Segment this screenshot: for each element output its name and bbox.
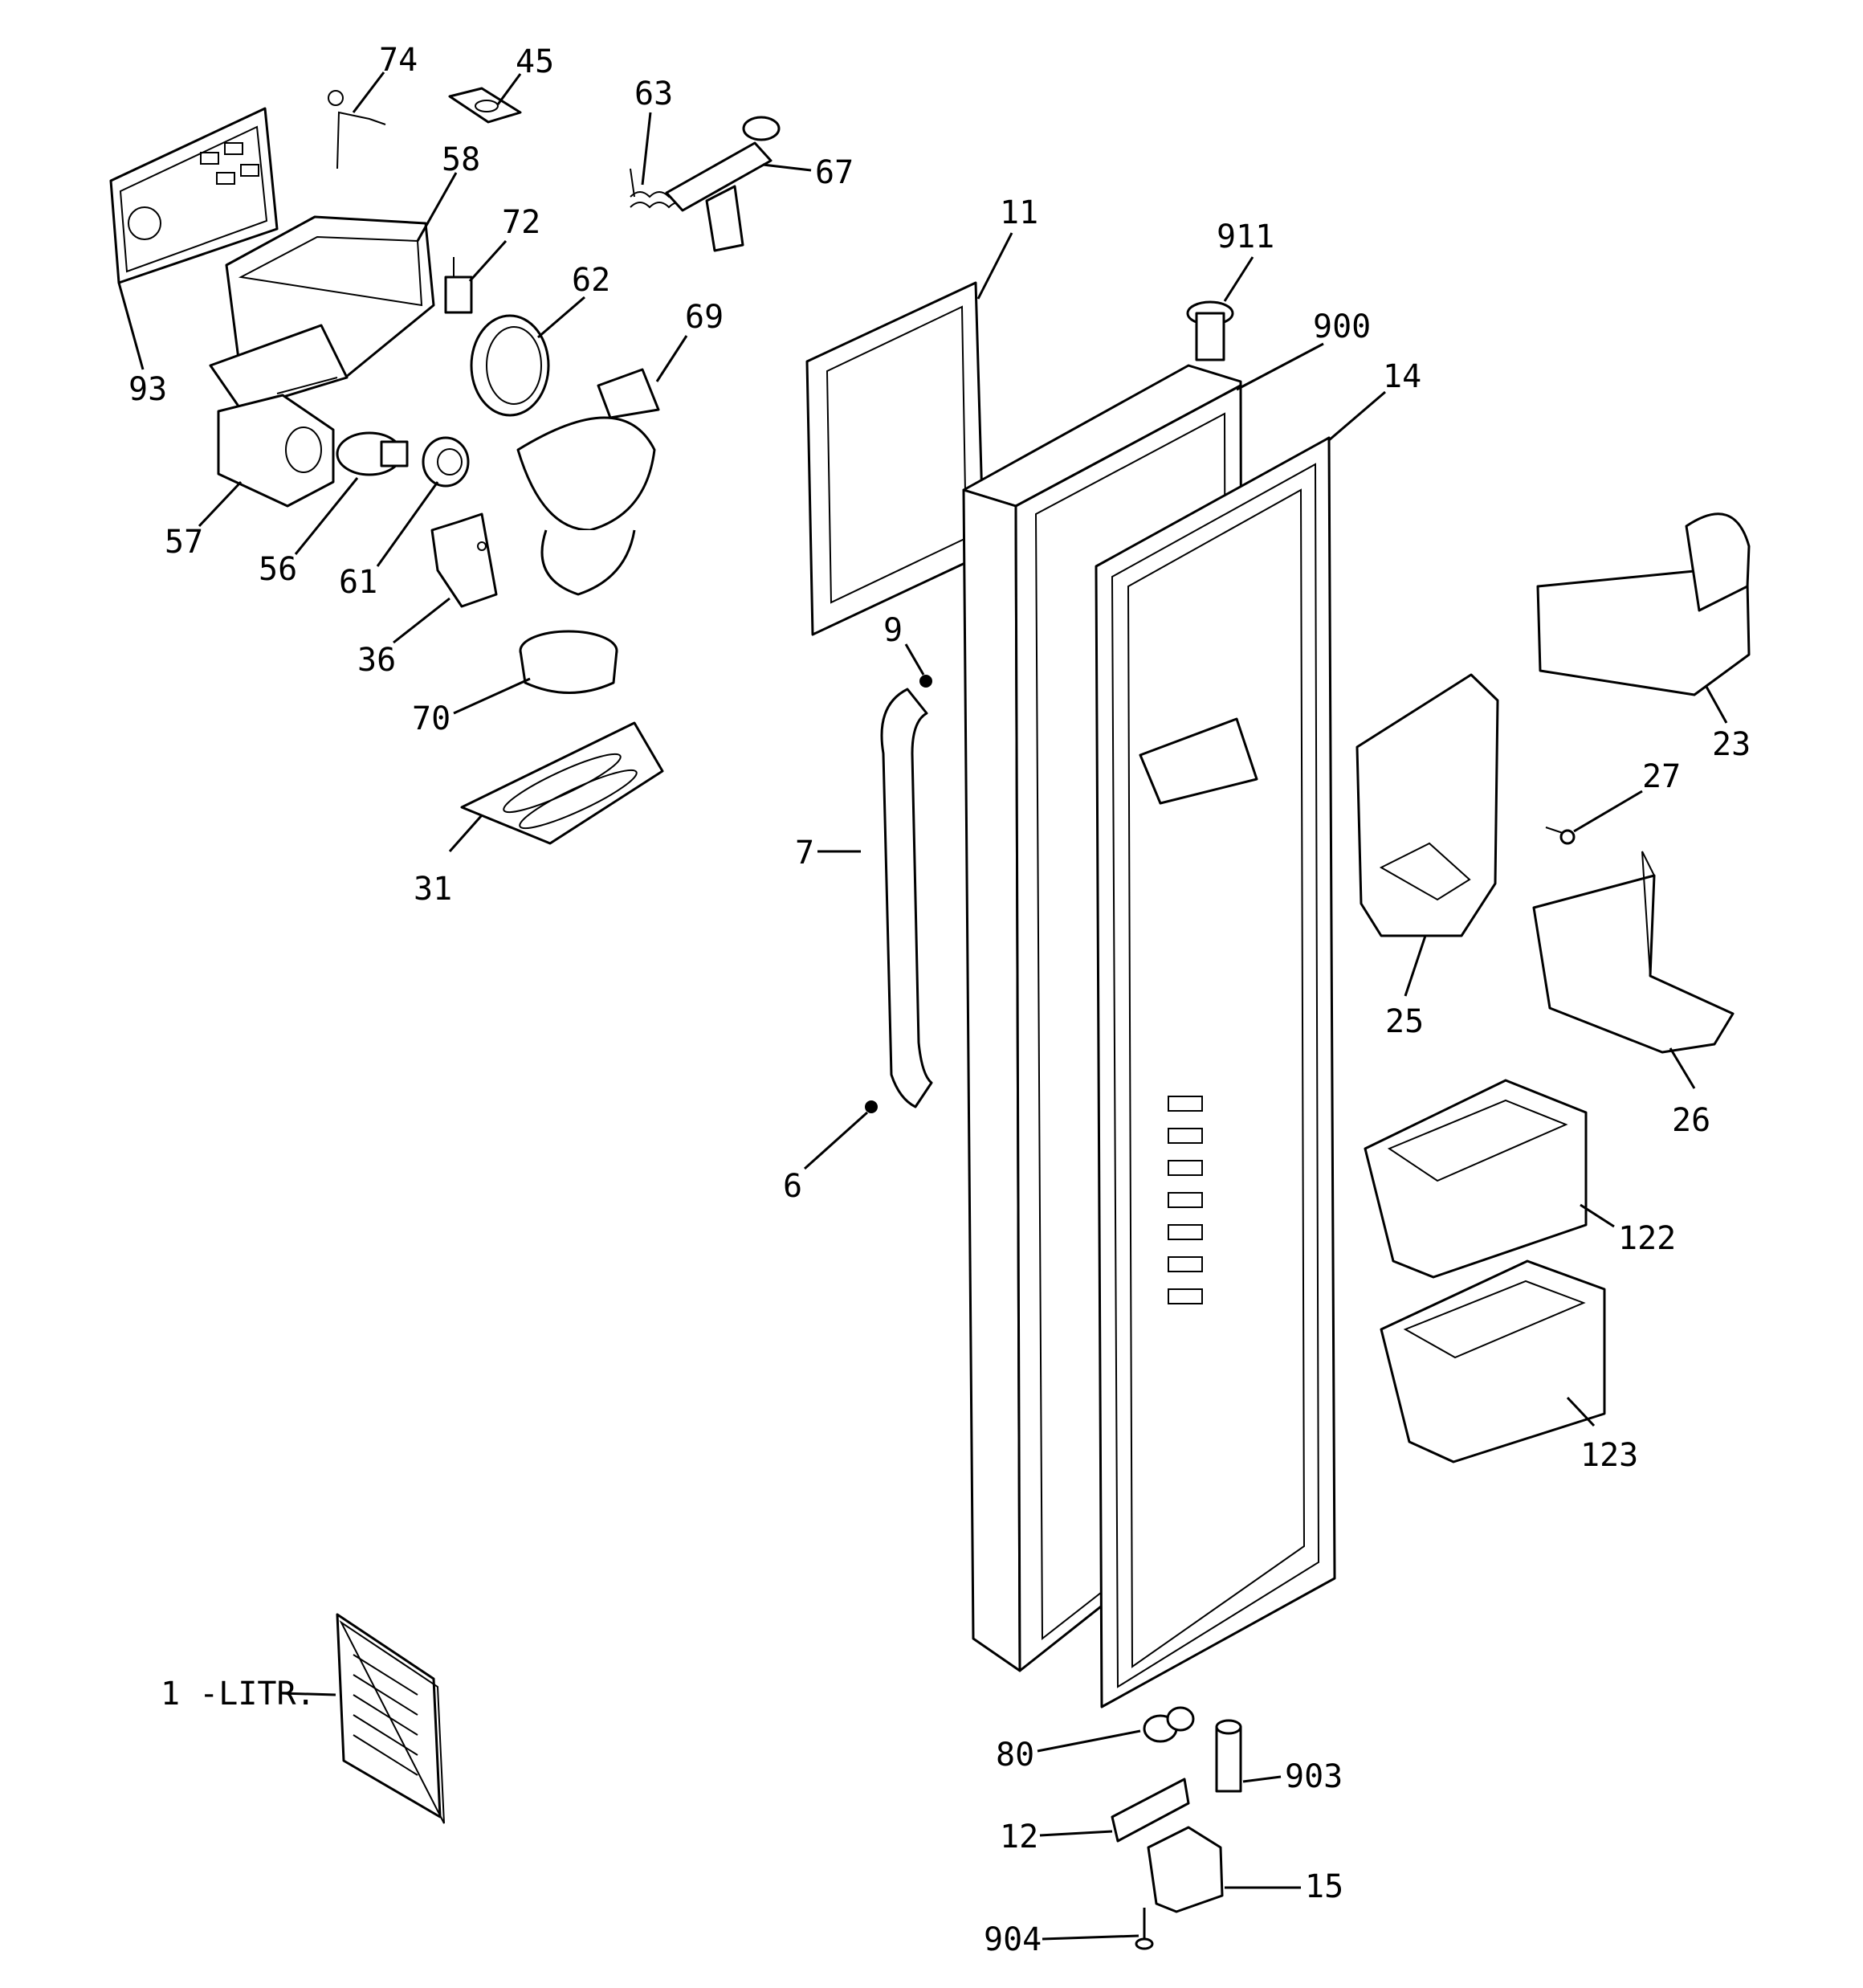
part-911-bushing (1186, 300, 1234, 361)
callout-904: 904 (984, 1921, 1042, 1958)
callout-23: 23 (1712, 726, 1751, 763)
callout-26: 26 (1672, 1102, 1710, 1139)
part-93-control-board (109, 107, 279, 284)
part-56-coupler (336, 431, 409, 476)
callout-903: 903 (1285, 1758, 1343, 1795)
callout-57: 57 (165, 524, 203, 561)
callout-63: 63 (634, 76, 673, 112)
part-1-literature (336, 1613, 445, 1824)
callout-911: 911 (1217, 218, 1274, 255)
callout-80: 80 (996, 1737, 1034, 1774)
callout-62: 62 (572, 262, 610, 299)
callout-69: 69 (685, 299, 724, 336)
callout-31: 31 (414, 871, 452, 908)
callout-123: 123 (1580, 1437, 1638, 1474)
part-70-seal (519, 630, 618, 694)
part-74-spring (328, 90, 386, 169)
part-23-cover (1536, 512, 1751, 696)
part-26-cover (1532, 851, 1735, 1054)
part-904-screw (1135, 1908, 1154, 1950)
callout-9: 9 (883, 612, 903, 649)
callout-14: 14 (1383, 358, 1421, 395)
part-12-hinge-plate (1111, 1778, 1190, 1843)
callout-7: 7 (795, 835, 814, 872)
callout-56: 56 (259, 551, 297, 588)
callout-70: 70 (412, 700, 450, 737)
part-122-door-bin (1364, 1079, 1588, 1279)
callout-15: 15 (1305, 1868, 1343, 1905)
part-31-grill (460, 721, 664, 845)
part-11-recess-frame (805, 281, 985, 636)
part-6-screw (865, 1100, 878, 1113)
part-61-gear (422, 436, 470, 488)
callout-122: 122 (1618, 1220, 1676, 1257)
callout-36: 36 (357, 642, 396, 679)
callout-27: 27 (1642, 758, 1681, 795)
callout-11: 11 (1000, 194, 1038, 231)
part-69-funnel (516, 368, 660, 596)
callout-45: 45 (516, 43, 554, 80)
callout-61: 61 (339, 564, 377, 601)
callout-1-litr: 1 -LITR. (161, 1676, 316, 1712)
part-14-gasket (1095, 436, 1336, 1708)
part-903-hinge-pin (1215, 1719, 1242, 1793)
part-45-bracket (448, 87, 522, 124)
part-72-switch (444, 257, 473, 314)
part-27-screw (1545, 827, 1576, 845)
callout-58: 58 (442, 141, 480, 178)
leader-lines (117, 71, 1728, 1941)
part-57-motor (217, 394, 335, 508)
callout-25: 25 (1385, 1003, 1424, 1040)
part-25-housing (1355, 673, 1499, 937)
part-36-bracket (430, 512, 498, 608)
callout-72: 72 (502, 204, 540, 241)
part-7-handle (880, 688, 933, 1108)
callout-6: 6 (783, 1168, 802, 1205)
callout-67: 67 (815, 154, 854, 191)
callout-74: 74 (379, 42, 418, 79)
part-123-door-bin (1380, 1259, 1606, 1463)
part-80-bushing (1143, 1706, 1195, 1743)
callout-93: 93 (128, 371, 167, 408)
part-67-shaft-bracket (665, 116, 781, 252)
callout-900: 900 (1313, 308, 1371, 345)
part-58-housing (209, 215, 435, 411)
callout-12: 12 (1000, 1819, 1038, 1855)
part-9-screw (919, 675, 932, 688)
part-15-hinge-bracket (1147, 1826, 1224, 1913)
callout-labels: 74 45 63 58 67 72 11 911 62 69 900 14 93… (128, 42, 1751, 1958)
part-62-ring (470, 314, 550, 417)
